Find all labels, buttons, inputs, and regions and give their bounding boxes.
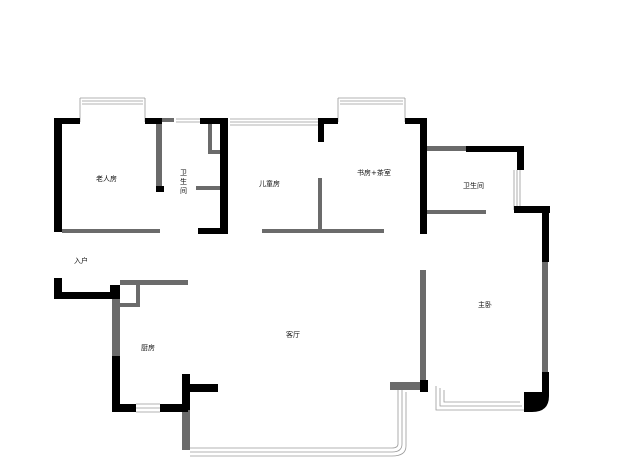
window-living-balcony (190, 388, 407, 457)
wall-bath-master-top (426, 146, 466, 151)
wall-bath-small-corner (198, 228, 226, 234)
label-bathroom-master: 卫生间 (463, 181, 484, 190)
label-bathroom-small-2: 生 (180, 177, 187, 186)
wall-elderly-bottom (62, 229, 160, 233)
wall-bath-small-inner2 (208, 150, 220, 154)
label-living-room: 客厅 (286, 330, 300, 339)
wall-elderly-window-right (145, 118, 162, 124)
label-entrance: 入户 (74, 256, 88, 265)
window-bathroom-master (513, 170, 521, 210)
wall-kids-bottom (262, 229, 322, 233)
wall-elderly-window-left (72, 118, 80, 124)
wall-master-left-bottom (420, 380, 428, 392)
wall-kids-right-top (318, 118, 338, 124)
wall-bath-small-top (200, 118, 228, 124)
window-bathroom-small (176, 118, 200, 123)
wall-entry-left (54, 278, 62, 298)
wall-elderly-top-left (54, 118, 72, 124)
wall-master-corner (524, 392, 549, 412)
wall-bath-small-inner (208, 118, 212, 154)
window-elderly-room (79, 97, 146, 122)
wall-study-bottom (322, 229, 384, 233)
wall-elderly-left (54, 118, 62, 232)
wall-kitchen-bottom-right (160, 404, 188, 412)
windows (79, 97, 524, 457)
label-elderly-room: 老人房 (96, 174, 117, 183)
wall-master-top (514, 206, 550, 213)
wall-study-left-top (318, 118, 324, 142)
wall-elderly-right-top (156, 118, 162, 190)
window-master-bay (435, 386, 524, 411)
wall-kitchen-left-lower (112, 356, 120, 412)
label-bathroom-small-1: 卫 (180, 169, 187, 177)
wall-kitchen-pillar (136, 285, 140, 305)
window-study (337, 97, 406, 122)
wall-study-right (420, 118, 427, 234)
wall-bath-small-left (162, 118, 174, 122)
wall-kitchen-stub (182, 384, 218, 392)
wall-kitchen-left (112, 298, 120, 356)
wall-bath-master-right (517, 146, 524, 170)
label-study-tea: 书房+茶室 (357, 168, 391, 177)
wall-entry-bottom (54, 292, 116, 299)
wall-master-right-bottom (542, 372, 549, 392)
window-kitchen (136, 403, 160, 413)
wall-entry-inner (110, 285, 120, 299)
wall-bath-master-bottom (426, 210, 486, 214)
structural-walls (54, 118, 550, 412)
wall-master-right (542, 262, 548, 372)
wall-entry-top (120, 280, 188, 285)
wall-master-left (420, 270, 426, 384)
label-kitchen: 厨房 (141, 343, 155, 352)
wall-master-right-top (542, 206, 549, 262)
wall-kitchen-pillar2 (120, 303, 140, 307)
wall-kitchen-bottom-left (112, 404, 136, 412)
label-bathroom-small-3: 间 (180, 187, 187, 195)
interior-walls (62, 118, 548, 450)
room-labels: 老人房 卫 生 间 儿童房 书房+茶室 卫生间 入户 主卧 客厅 厨房 (74, 168, 492, 352)
wall-living-right-stub (390, 382, 420, 390)
wall-living-left-bottom (182, 410, 190, 450)
wall-study-left-lower (318, 178, 322, 232)
label-kids-room: 儿童房 (259, 179, 280, 188)
wall-bath-master-top-right (466, 146, 524, 152)
wall-bath-small-right (220, 118, 228, 234)
wall-study-window-right (405, 118, 427, 124)
wall-bath-small-shelf (196, 186, 220, 190)
window-kids-room (230, 118, 318, 126)
wall-elderly-door-jamb (156, 186, 164, 192)
label-master-bedroom: 主卧 (478, 300, 492, 309)
